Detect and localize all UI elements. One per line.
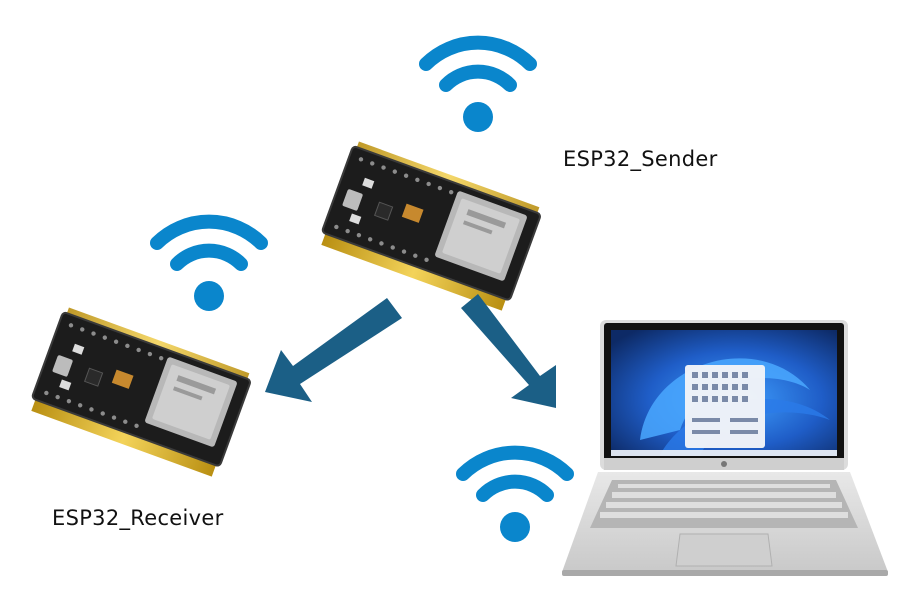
esp32-board-icon [31,307,251,477]
wifi-icon [456,445,574,542]
arrow-to-receiver [265,298,402,402]
esp32-board-icon [321,141,541,311]
sender-label: ESP32_Sender [563,147,718,171]
laptop-icon [562,320,888,576]
receiver-label: ESP32_Receiver [52,506,224,530]
arrow-to-computer [461,294,556,408]
wifi-icon [419,35,537,132]
wifi-icon [150,214,268,311]
